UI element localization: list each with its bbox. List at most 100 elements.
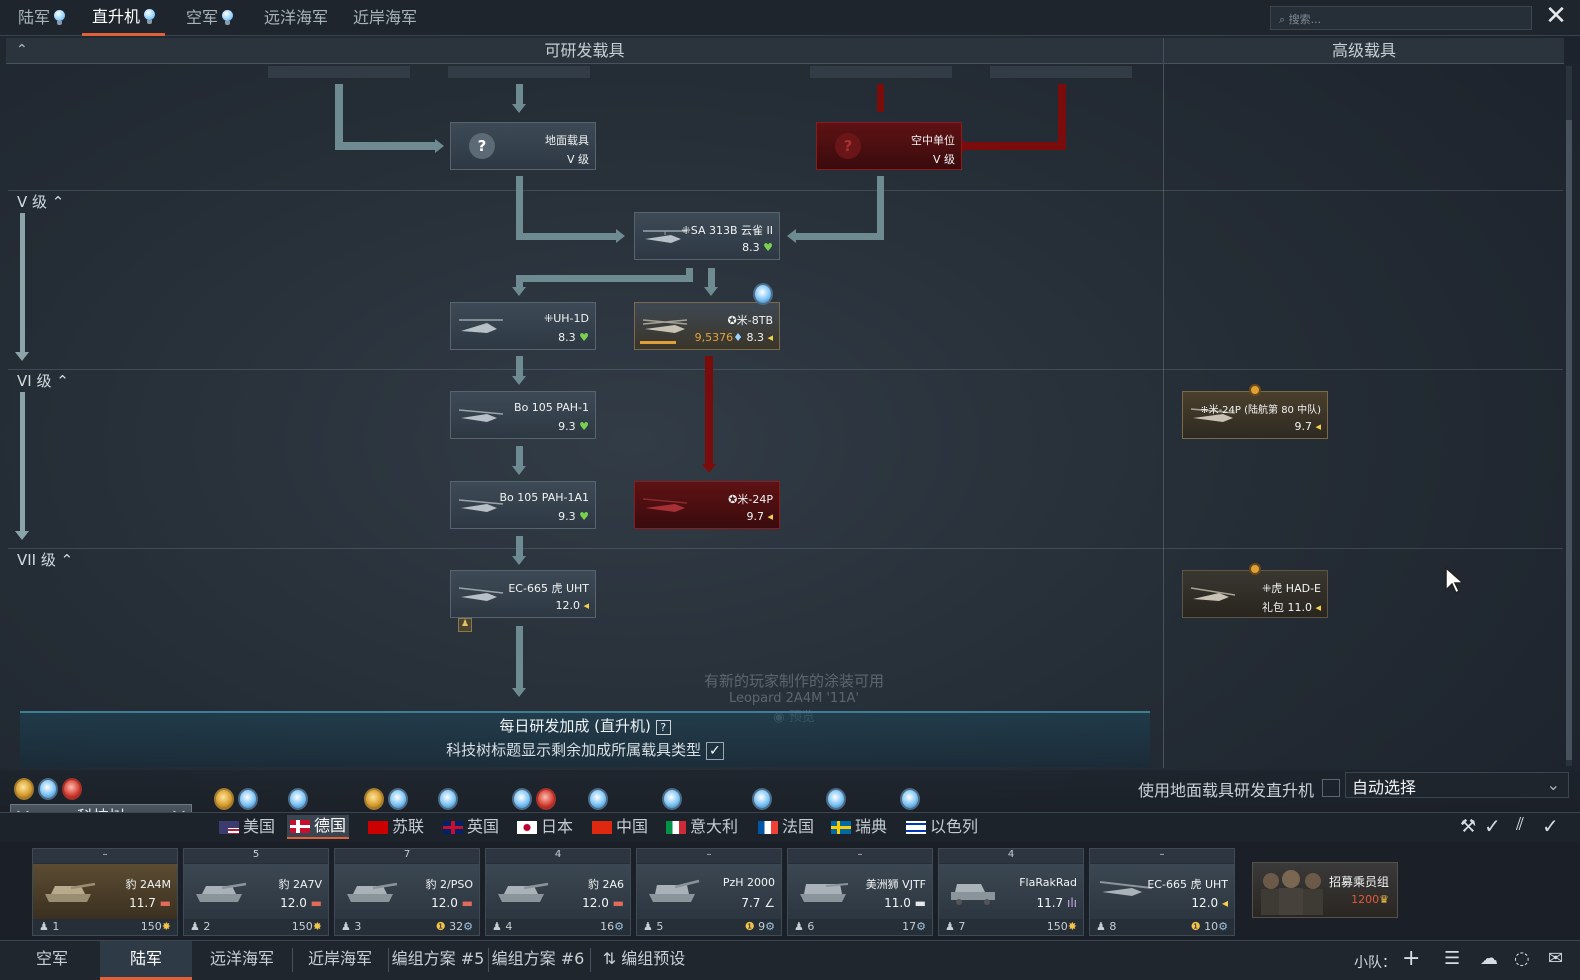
tab-army[interactable]: 陆军 (8, 0, 75, 36)
ground-vehicle-card[interactable]: ? 地面载具 V 级 (450, 122, 596, 170)
research-bulb-icon (900, 788, 920, 810)
arrow-head (435, 139, 444, 153)
wrench-icon[interactable]: ⚒ (1460, 816, 1477, 837)
slot-number-value: 1 (52, 920, 60, 933)
vehicle-card-mi24p-premium[interactable]: ⁜米-24P (陆航第 80 中队) 9.7 ◂ (1182, 391, 1328, 439)
rank-label-vii[interactable]: VII 级 ⌃ (17, 551, 74, 569)
nation-germany[interactable]: 德国 (287, 815, 350, 839)
preset-tab-aviation[interactable]: 空军 (6, 941, 98, 980)
rank-shield-icon: ♥ (579, 331, 589, 344)
rank-icon: ▬ (310, 896, 322, 910)
researchable-header: 可研发载具 (6, 38, 1163, 64)
checkmark-icon[interactable]: ✓ (1484, 814, 1501, 838)
nation-france[interactable]: 法国 (755, 815, 817, 839)
nation-sweden[interactable]: 瑞典 (828, 815, 890, 839)
slot-cost-value: 10 (1204, 920, 1219, 933)
slot-cost: 17⚙ (902, 920, 926, 933)
card-br: 9,5376♦ 8.3 ◂ (695, 331, 773, 344)
nation-china[interactable]: 中国 (589, 815, 651, 839)
vehicle-card-tiger-hade[interactable]: ⁜虎 HAD-E 礼包 11.0 ◂ (1182, 570, 1328, 618)
rank-label-vi[interactable]: VI 级 ⌃ (17, 372, 69, 390)
tab-aviation[interactable]: 空军 (176, 0, 243, 36)
preset-tab-army[interactable]: 陆军 (100, 941, 192, 980)
premium-star-badge-icon (14, 778, 34, 800)
help-icon[interactable]: ? (655, 720, 671, 735)
ground-research-checkbox[interactable] (1322, 779, 1340, 797)
vehicle-card-bo105-pah1[interactable]: Bo 105 PAH-1 9.3 ♥ (450, 391, 596, 439)
vehicle-card-mi8tb[interactable]: ✪米-8TB 9,5376♦ 8.3 ◂ (634, 302, 780, 350)
france-flag-icon (758, 820, 778, 834)
question-icon: ? (469, 133, 495, 159)
vehicle-br: 12.0 ◂ (1191, 896, 1228, 910)
slot-cost: ❶ 9⚙ (745, 920, 775, 933)
vehicle-card-ec665[interactable]: EC-665 虎 UHT 12.0 ◂ (450, 570, 596, 618)
nation-britain[interactable]: 英国 (440, 815, 502, 839)
slot-number: ♟ 7 (945, 920, 966, 933)
nation-italy[interactable]: 意大利 (663, 815, 741, 839)
tab-coastal-fleet[interactable]: 近岸海军 (343, 0, 427, 36)
contacts-icon[interactable]: ☁ (1480, 948, 1498, 969)
vehicle-card-uh1d[interactable]: ⁜UH-1D 8.3 ♥ (450, 302, 596, 350)
slot-cost: ❶ 10⚙ (1191, 920, 1228, 933)
nation-ussr[interactable]: 苏联 (365, 815, 427, 839)
tab-helicopters[interactable]: 直升机 (82, 0, 166, 36)
add-squad-icon[interactable]: + (1402, 946, 1421, 971)
tank-icon (196, 882, 247, 902)
collapse-icon[interactable]: ⌃ (16, 42, 28, 58)
chat-icon[interactable]: ◌ (1514, 948, 1530, 969)
ussr-flag-icon (368, 820, 388, 834)
slot-cost-value: 32 (449, 920, 464, 933)
mail-icon[interactable]: ✉ (1548, 948, 1564, 969)
research-bulb-icon (752, 788, 772, 810)
repair-all-icon[interactable]: ⫽ (1516, 814, 1525, 835)
vehicle-card-sa313b[interactable]: ⁜SA 313B 云雀 II 8.3 ♥ (634, 212, 780, 260)
nation-japan[interactable]: 日本 (514, 815, 576, 839)
nation-usa[interactable]: 美国 (216, 815, 278, 839)
helicopter-icon (1190, 408, 1236, 422)
auto-select-dropdown[interactable]: 自动选择⌄ (1345, 772, 1569, 798)
show-bonus-checkbox[interactable]: ✓ (705, 741, 724, 760)
vehicle-card-mi24p[interactable]: ✪米-24P 9.7 ◂ (634, 481, 780, 529)
connector (796, 233, 884, 240)
slot-top: – (788, 849, 932, 863)
preset-tab-bluewater[interactable]: 远洋海军 (196, 941, 288, 980)
close-icon[interactable]: ✕ (1545, 1, 1567, 31)
nation-israel[interactable]: 以色列 (903, 815, 981, 839)
research-bulb-icon (753, 283, 773, 305)
vehicle-br: 12.0 ▬ (431, 896, 473, 910)
br-value: 12.0 (555, 599, 580, 612)
rank-icon: ▬ (914, 896, 926, 910)
vehicle-name: FlaRakRad (1019, 876, 1077, 889)
preset-tab-6[interactable]: 编组方案 #6 (490, 941, 586, 980)
recruit-crew-button[interactable]: 招募乘员组 1200♛ (1252, 862, 1398, 918)
search-input[interactable]: ⌕ 搜索... (1270, 6, 1532, 30)
checkmark-icon[interactable]: ✓ (1542, 814, 1559, 838)
air-unit-card[interactable]: ? 空中单位 V 级 (816, 122, 962, 170)
list-icon[interactable]: ☰ (1444, 948, 1461, 969)
vehicle-card-bo105-pah1a1[interactable]: Bo 105 PAH-1A1 9.3 ♥ (450, 481, 596, 529)
research-bulb-icon (662, 788, 682, 810)
preset-tab-coastal[interactable]: 近岸海军 (294, 941, 386, 980)
vehicle-name: 豹 2A7V (278, 878, 322, 891)
scrollbar-thumb[interactable] (1566, 120, 1572, 760)
nation-label: 美国 (243, 817, 276, 836)
tab-bluewater-fleet[interactable]: 远洋海军 (254, 0, 338, 36)
preset-settings-button[interactable]: ⇅ 编组预设 (594, 941, 694, 980)
premium-title: 高级载具 (1331, 41, 1396, 60)
preset-tab-5[interactable]: 编组方案 #5 (390, 941, 486, 980)
rank-label-v[interactable]: V 级 ⌃ (17, 193, 65, 211)
